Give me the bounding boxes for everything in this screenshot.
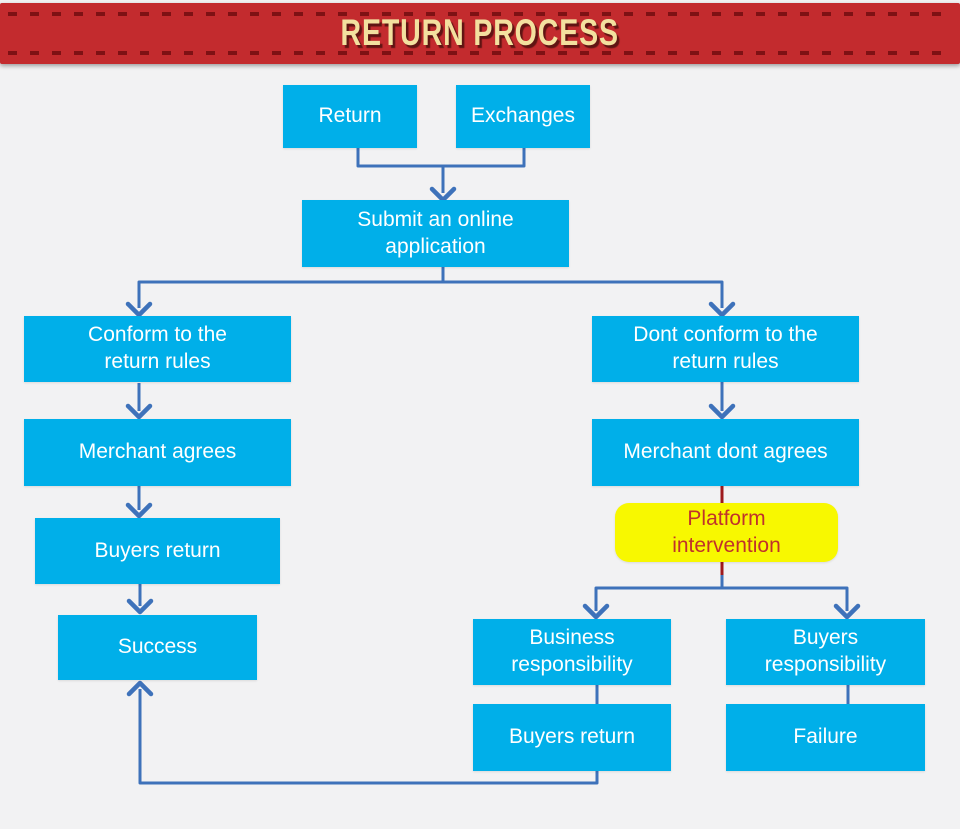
node-label: Merchant dont agrees bbox=[623, 440, 828, 464]
node-buyers-return-2: Buyers return bbox=[473, 704, 671, 771]
edge-split-horizontal bbox=[137, 280, 724, 308]
page-title: RETURN PROCESS bbox=[340, 12, 620, 54]
node-label: Return bbox=[318, 104, 382, 128]
node-conform-rules: Conform to the return rules bbox=[24, 316, 291, 382]
node-buyers-responsibility: Buyers responsibility bbox=[726, 619, 925, 685]
node-label: Failure bbox=[793, 725, 858, 749]
arrowhead-into-business-resp bbox=[582, 603, 610, 620]
arrowhead-into-success-bottom bbox=[126, 680, 154, 697]
node-label: Merchant agrees bbox=[78, 440, 237, 464]
node-return: Return bbox=[283, 85, 417, 148]
node-label: Business responsibility bbox=[511, 626, 633, 676]
arrowhead-into-merchant-agrees bbox=[125, 403, 153, 420]
arrowhead-into-submit bbox=[429, 186, 457, 203]
node-success: Success bbox=[58, 615, 257, 680]
node-label: Buyers responsibility bbox=[764, 626, 887, 676]
node-label: Platform intervention bbox=[672, 506, 781, 557]
node-buyers-return: Buyers return bbox=[35, 518, 280, 584]
node-failure: Failure bbox=[726, 704, 925, 771]
arrowhead-into-conform bbox=[125, 301, 153, 318]
node-submit-application: Submit an online application bbox=[302, 200, 569, 267]
node-platform-intervention: Platform intervention bbox=[615, 503, 838, 562]
node-merchant-dont-agrees: Merchant dont agrees bbox=[592, 419, 859, 486]
node-label: Submit an online application bbox=[357, 207, 514, 258]
edge-platform-split bbox=[594, 586, 849, 611]
arrowhead-into-dont-conform bbox=[708, 301, 736, 318]
node-exchanges: Exchanges bbox=[456, 85, 590, 148]
edge-return-exchanges-join bbox=[356, 147, 526, 168]
node-label: Buyers return bbox=[508, 725, 636, 749]
node-label: Success bbox=[117, 635, 198, 659]
arrowhead-into-merchant-dont-agrees bbox=[708, 403, 736, 420]
node-business-responsibility: Business responsibility bbox=[473, 619, 671, 685]
arrowhead-into-buyers-resp bbox=[833, 603, 861, 620]
node-label: Exchanges bbox=[471, 104, 575, 128]
node-merchant-agrees: Merchant agrees bbox=[24, 419, 291, 486]
node-label: Dont conform to the return rules bbox=[633, 323, 818, 373]
node-dont-conform-rules: Dont conform to the return rules bbox=[592, 316, 859, 382]
arrowhead-into-buyers-return bbox=[125, 502, 153, 519]
arrowhead-into-success-top bbox=[126, 598, 154, 615]
node-label: Conform to the return rules bbox=[88, 323, 227, 373]
node-label: Buyers return bbox=[94, 538, 221, 562]
title-banner: RETURN PROCESS bbox=[0, 3, 960, 64]
